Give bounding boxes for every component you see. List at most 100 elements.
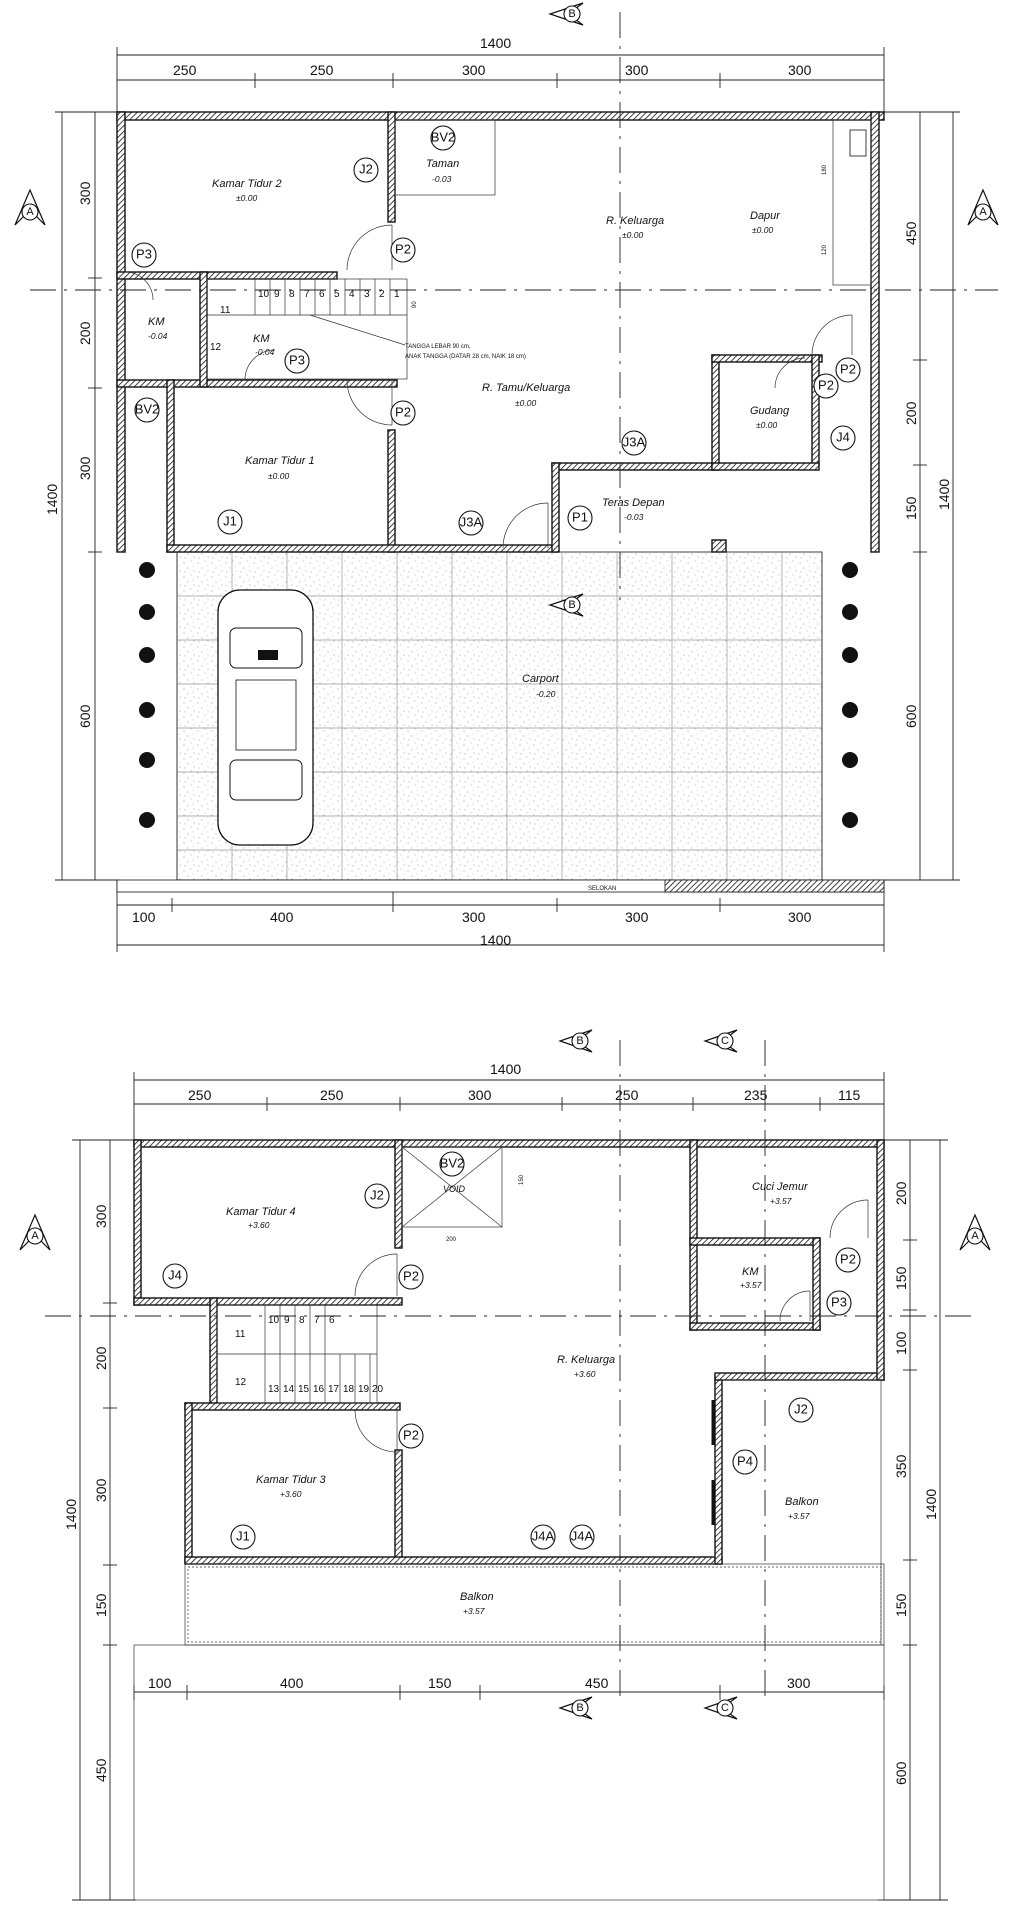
dim-bottom-5: 300	[788, 909, 812, 925]
dim-top-5: 300	[788, 62, 812, 78]
dim-right-3: 150	[903, 496, 919, 520]
stair2-step-14: 14	[283, 1384, 295, 1395]
tags-upper: BV2 J2 J4 P2 P2 P3 P2 J2 P4 J1 J4A J4A	[162, 1151, 861, 1550]
tag-p3: P3	[136, 246, 152, 261]
dim2-right-1: 200	[893, 1181, 909, 1205]
section-b-bottom: B	[568, 599, 575, 611]
dim2-bottom-4: 450	[585, 1675, 609, 1691]
dim2-top-5: 235	[744, 1087, 768, 1103]
door-swings-ground	[124, 224, 853, 549]
tag-bv2: BV2	[431, 129, 456, 144]
dim-left-total: 1400	[44, 484, 60, 515]
room-km: KM	[148, 316, 165, 328]
stair-step-8: 8	[289, 289, 295, 300]
room-r-keluarga-elev: ±0.00	[622, 230, 643, 240]
stair-step-6: 6	[319, 289, 325, 300]
stair-landing-12: 12	[210, 342, 222, 353]
section-b-top: B	[568, 8, 575, 20]
room-teras-depan-elev: -0.03	[624, 512, 644, 522]
room-dapur: Dapur	[750, 210, 781, 222]
section2-a-left: A	[31, 1230, 39, 1242]
dim-left-4: 600	[77, 704, 93, 728]
dim2-right-3: 100	[893, 1331, 909, 1355]
room-r-keluarga: R. Keluarga	[606, 215, 664, 227]
dim-bottom-4: 300	[625, 909, 649, 925]
stair-note-1: TANGGA LEBAR 90 cm,	[405, 344, 471, 350]
stair2-step-16: 16	[313, 1384, 325, 1395]
room2-balkon-side-elev: +3.57	[788, 1511, 810, 1521]
stair-step-4: 4	[349, 289, 355, 300]
tag-p2-3: P2	[840, 361, 856, 376]
section2-c-top: C	[721, 1035, 729, 1047]
dim2-top-total: 1400	[490, 1061, 521, 1077]
tag2-j1: J1	[236, 1528, 250, 1543]
stair2-landing-12: 12	[235, 1377, 247, 1388]
section2-b-bottom: B	[576, 1702, 583, 1714]
stair2-step-19: 19	[358, 1384, 370, 1395]
dim-right-total: 1400	[936, 479, 952, 510]
stair-note-2: ANAK TANGGA (DATAR 28 cm, NAIK 18 cm)	[405, 354, 526, 360]
tag-p2-4: P2	[818, 377, 834, 392]
stair2-step-18: 18	[343, 1384, 355, 1395]
room-carport: Carport	[522, 673, 560, 685]
walls-ground	[116, 111, 885, 553]
dim2-left-5: 450	[93, 1758, 109, 1782]
dim2-top-6: 115	[838, 1087, 861, 1103]
stair-step-9: 9	[274, 289, 280, 300]
room2-kamar-tidur-3: Kamar Tidur 3	[256, 1474, 326, 1486]
tag-bv2-2: BV2	[135, 401, 160, 416]
room2-km: KM	[742, 1266, 759, 1278]
room-gudang: Gudang	[750, 405, 790, 417]
stair-step-3: 3	[364, 289, 370, 300]
section2-c-bottom: C	[721, 1702, 729, 1714]
walls-upper	[133, 1139, 885, 1565]
void-dim-1: 200	[446, 1237, 457, 1243]
dim2-bottom-3: 150	[428, 1675, 452, 1691]
tag2-p2-2: P2	[840, 1251, 856, 1266]
stair-ground	[206, 278, 408, 380]
dim2-left-total: 1400	[63, 1499, 79, 1530]
dim-bottom-2: 400	[270, 909, 294, 925]
tag-j1: J1	[223, 513, 237, 528]
dim-right-4: 600	[903, 704, 919, 728]
tag2-p4: P4	[737, 1453, 753, 1468]
section-markers-ground: A A B B	[14, 2, 999, 617]
plan-ground-floor: 1400 250 250 300 300 300 300 200 300 600…	[14, 2, 999, 952]
dim2-left-3: 300	[93, 1478, 109, 1502]
room2-km-elev: +3.57	[740, 1280, 762, 1290]
dim2-right-total: 1400	[923, 1489, 939, 1520]
stair2-step-20: 20	[372, 1384, 384, 1395]
stair-upper	[216, 1304, 378, 1404]
dim2-bottom-1: 100	[148, 1675, 172, 1691]
tag2-j4a-2: J4A	[571, 1528, 594, 1543]
room-kamar-tidur-1: Kamar Tidur 1	[245, 455, 315, 467]
tag2-j2: J2	[370, 1187, 384, 1202]
section-a-left: A	[26, 206, 34, 218]
stair-step-7: 7	[304, 289, 310, 300]
room2-kamar-tidur-4-elev: +3.60	[248, 1220, 270, 1230]
dim2-right-4: 350	[893, 1454, 909, 1478]
section-markers-upper: B C A A B C	[19, 1029, 991, 1720]
room-teras-depan: Teras Depan	[602, 497, 665, 509]
dim-right-1: 450	[903, 221, 919, 245]
dim-top-3: 300	[462, 62, 486, 78]
dim-bottom-total: 1400	[480, 932, 511, 948]
stair2-step-15: 15	[298, 1384, 310, 1395]
tag2-bv2: BV2	[440, 1155, 465, 1170]
stair-step-5: 5	[334, 289, 340, 300]
section2-a-right: A	[971, 1230, 979, 1242]
car-icon	[217, 589, 314, 846]
tag-j3a: J3A	[460, 514, 483, 529]
room-r-tamu-keluarga-elev: ±0.00	[515, 398, 536, 408]
stair2-step-10: 10	[268, 1315, 280, 1326]
tag2-j2-2: J2	[794, 1401, 808, 1416]
dim2-left-2: 200	[93, 1346, 109, 1370]
dim-top-1: 250	[173, 62, 197, 78]
stair2-step-9: 9	[284, 1315, 290, 1326]
tag-p3-2: P3	[289, 352, 305, 367]
room2-kamar-tidur-3-elev: +3.60	[280, 1489, 302, 1499]
stair2-step-13: 13	[268, 1384, 280, 1395]
stair2-landing-11: 11	[235, 1329, 246, 1340]
dim-top-total: 1400	[480, 35, 511, 51]
